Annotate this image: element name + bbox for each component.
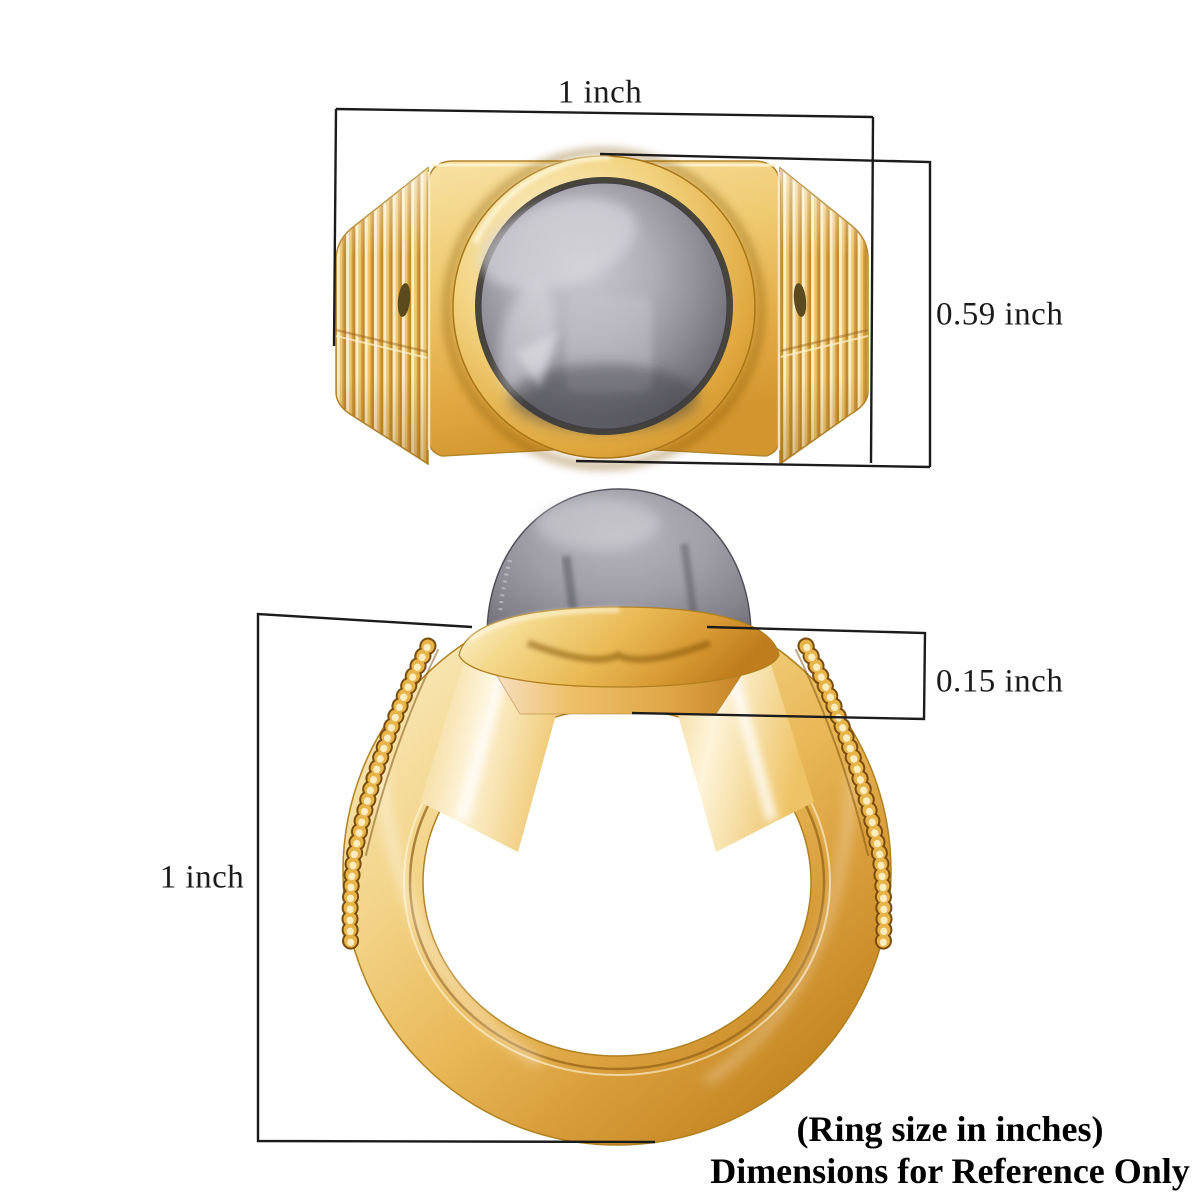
dimension-lines xyxy=(256,107,932,1144)
shoulder-notch-right xyxy=(793,283,807,317)
ring-top-view xyxy=(335,147,869,471)
bezel-highlight xyxy=(472,154,611,245)
ring-side-view xyxy=(341,488,893,1146)
dimension-label-bezel-height: 0.15 inch xyxy=(936,663,1064,700)
dimension-bracket-bezel-height xyxy=(631,625,927,721)
ribbed-shoulder-left xyxy=(335,166,429,466)
footnote-line1: (Ring size in inches) xyxy=(796,1109,1104,1149)
dimension-label-top-width: 1 inch xyxy=(557,74,643,111)
cabochon-stone-top xyxy=(480,182,728,432)
rope-chain-left xyxy=(341,637,439,957)
footnote: (Ring size in inches) Dimensions for Ref… xyxy=(710,1108,1190,1192)
dimension-line-right-edge xyxy=(869,116,875,464)
dimension-line-bottom xyxy=(575,459,931,469)
dimension-bracket-side-height xyxy=(256,612,656,1144)
dimension-line-top-width xyxy=(335,107,874,119)
footnote-line2: Dimensions for Reference Only xyxy=(710,1151,1190,1191)
dimension-label-head-height: 0.59 inch xyxy=(936,296,1064,333)
rope-chain-right xyxy=(795,637,893,957)
shoulder-notch-left xyxy=(397,283,411,317)
ribbed-shoulder-right xyxy=(775,166,869,466)
dimension-label-side-height: 1 inch xyxy=(159,859,245,896)
bezel-flange xyxy=(458,606,780,688)
dimension-bracket-head-height xyxy=(599,152,932,467)
bezel-shadow xyxy=(442,147,766,471)
dimension-line-left-edge xyxy=(332,108,338,347)
